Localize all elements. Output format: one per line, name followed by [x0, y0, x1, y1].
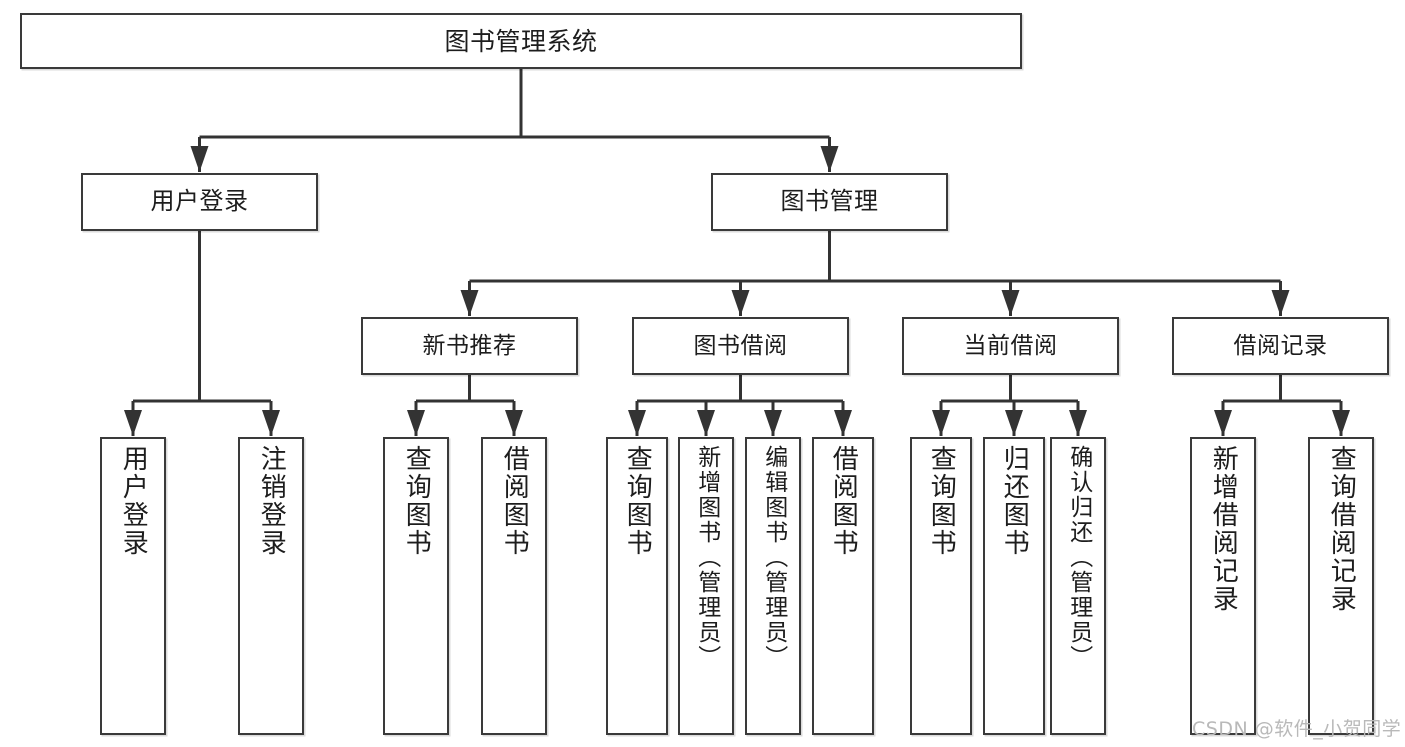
- edge-arrowhead: [124, 410, 142, 436]
- csdn-watermark: CSDN @软件_小贺同学: [1192, 718, 1402, 740]
- node-leaf_q1[interactable]: 查询图书: [383, 437, 449, 735]
- edge-arrowhead: [764, 410, 782, 436]
- node-leaf_edit[interactable]: 编辑图书（管理员）: [745, 437, 801, 735]
- node-leaf_addrec[interactable]: 新增借阅记录: [1190, 437, 1256, 735]
- edge-arrowhead: [731, 290, 750, 316]
- node-leaf_qrec[interactable]: 查询借阅记录: [1308, 437, 1374, 735]
- node-borrow[interactable]: 图书借阅: [632, 317, 849, 375]
- edge-arrowhead: [820, 146, 839, 172]
- node-leaf_ret[interactable]: 归还图书: [983, 437, 1045, 735]
- edge-arrowhead: [834, 410, 852, 436]
- node-label-new_rec: 新书推荐: [422, 332, 517, 359]
- node-label-leaf_b1: 借阅图书: [499, 445, 530, 557]
- edge-arrowhead: [1005, 410, 1023, 436]
- node-records[interactable]: 借阅记录: [1172, 317, 1389, 375]
- node-label-leaf_edit: 编辑图书（管理员）: [760, 445, 787, 670]
- edge-arrowhead: [1001, 290, 1020, 316]
- node-leaf_logout[interactable]: 注销登录: [238, 437, 304, 735]
- node-label-leaf_q3: 查询图书: [926, 445, 957, 557]
- node-leaf_add[interactable]: 新增图书（管理员）: [678, 437, 734, 735]
- node-label-records: 借阅记录: [1233, 332, 1328, 359]
- edge-arrowhead: [1214, 410, 1232, 436]
- node-label-leaf_qrec: 查询借阅记录: [1326, 445, 1357, 613]
- edge-arrowhead: [407, 410, 425, 436]
- node-label-leaf_ret: 归还图书: [999, 445, 1030, 557]
- node-leaf_b1[interactable]: 借阅图书: [481, 437, 547, 735]
- edge-arrowhead: [1271, 290, 1290, 316]
- edge-arrowhead: [460, 290, 479, 316]
- edge-arrowhead: [262, 410, 280, 436]
- node-label-leaf_b2: 借阅图书: [828, 445, 859, 557]
- node-label-leaf_add: 新增图书（管理员）: [693, 445, 720, 670]
- node-label-current: 当前借阅: [963, 332, 1058, 359]
- edge-arrowhead: [628, 410, 646, 436]
- node-label-leaf_conf: 确认归还（管理员）: [1065, 445, 1092, 670]
- edge-arrowhead: [505, 410, 523, 436]
- node-label-root: 图书管理系统: [444, 26, 598, 56]
- node-label-leaf_q2: 查询图书: [622, 445, 653, 557]
- node-leaf_conf[interactable]: 确认归还（管理员）: [1050, 437, 1106, 735]
- node-root[interactable]: 图书管理系统: [20, 13, 1022, 69]
- edge-arrowhead: [1332, 410, 1350, 436]
- node-user_login[interactable]: 用户登录: [81, 173, 318, 231]
- edge-arrowhead: [1069, 410, 1087, 436]
- node-book_mgmt[interactable]: 图书管理: [711, 173, 948, 231]
- node-leaf_login[interactable]: 用户登录: [100, 437, 166, 735]
- node-leaf_q2[interactable]: 查询图书: [606, 437, 668, 735]
- node-label-leaf_login: 用户登录: [118, 445, 149, 557]
- node-label-leaf_q1: 查询图书: [401, 445, 432, 557]
- node-label-leaf_addrec: 新增借阅记录: [1208, 445, 1239, 613]
- edge-arrowhead: [697, 410, 715, 436]
- edge-arrowhead: [190, 146, 209, 172]
- node-label-borrow: 图书借阅: [693, 332, 788, 359]
- node-new_rec[interactable]: 新书推荐: [361, 317, 578, 375]
- node-label-book_mgmt: 图书管理: [780, 187, 879, 216]
- node-leaf_q3[interactable]: 查询图书: [910, 437, 972, 735]
- node-label-user_login: 用户登录: [150, 187, 249, 216]
- node-leaf_b2[interactable]: 借阅图书: [812, 437, 874, 735]
- node-current[interactable]: 当前借阅: [902, 317, 1119, 375]
- node-label-leaf_logout: 注销登录: [256, 445, 287, 557]
- edge-arrowhead: [932, 410, 950, 436]
